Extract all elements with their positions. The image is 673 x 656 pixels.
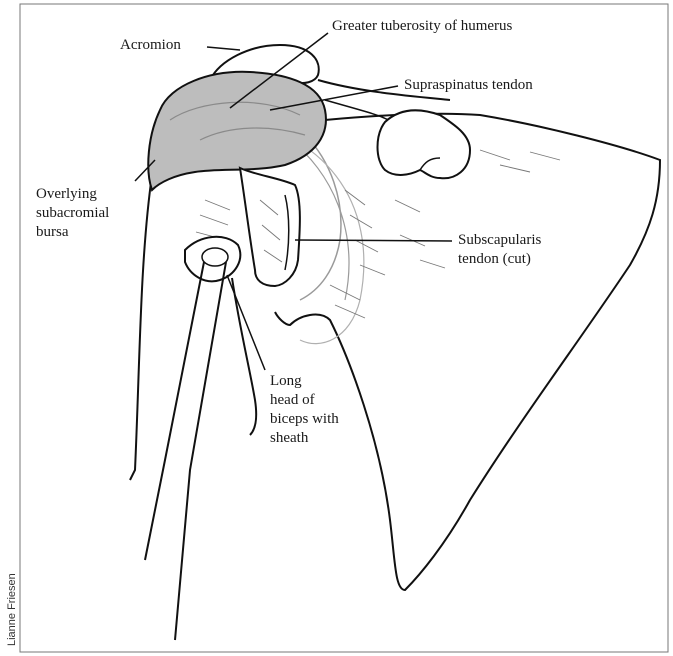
illustrator-credit: Lianne Friesen [6, 566, 18, 646]
leader-acromion [207, 47, 240, 50]
label-bursa: Overlying subacromial bursa [36, 185, 109, 242]
biceps-tendon-cut [202, 248, 228, 266]
biceps-tendon-right [175, 262, 226, 640]
subscapularis-tendon [240, 168, 300, 286]
scapula-outline [275, 114, 660, 590]
label-subscapularis: Subscapularis tendon (cut) [458, 231, 541, 269]
frame-border [20, 4, 668, 652]
glenoid-outline [300, 135, 341, 300]
label-greater-tuberosity: Greater tuberosity of humerus [332, 17, 512, 36]
humerus-left-edge [130, 175, 152, 480]
label-acromion: Acromion [120, 36, 181, 55]
label-biceps: Long head of biceps with sheath [270, 372, 339, 448]
leader-subscapularis [295, 240, 452, 241]
subacromial-bursa [148, 72, 326, 190]
humerus-right-edge [232, 278, 256, 435]
biceps-tendon-left [145, 262, 204, 560]
label-supraspinatus: Supraspinatus tendon [404, 76, 533, 95]
coracoid-process [378, 110, 471, 178]
